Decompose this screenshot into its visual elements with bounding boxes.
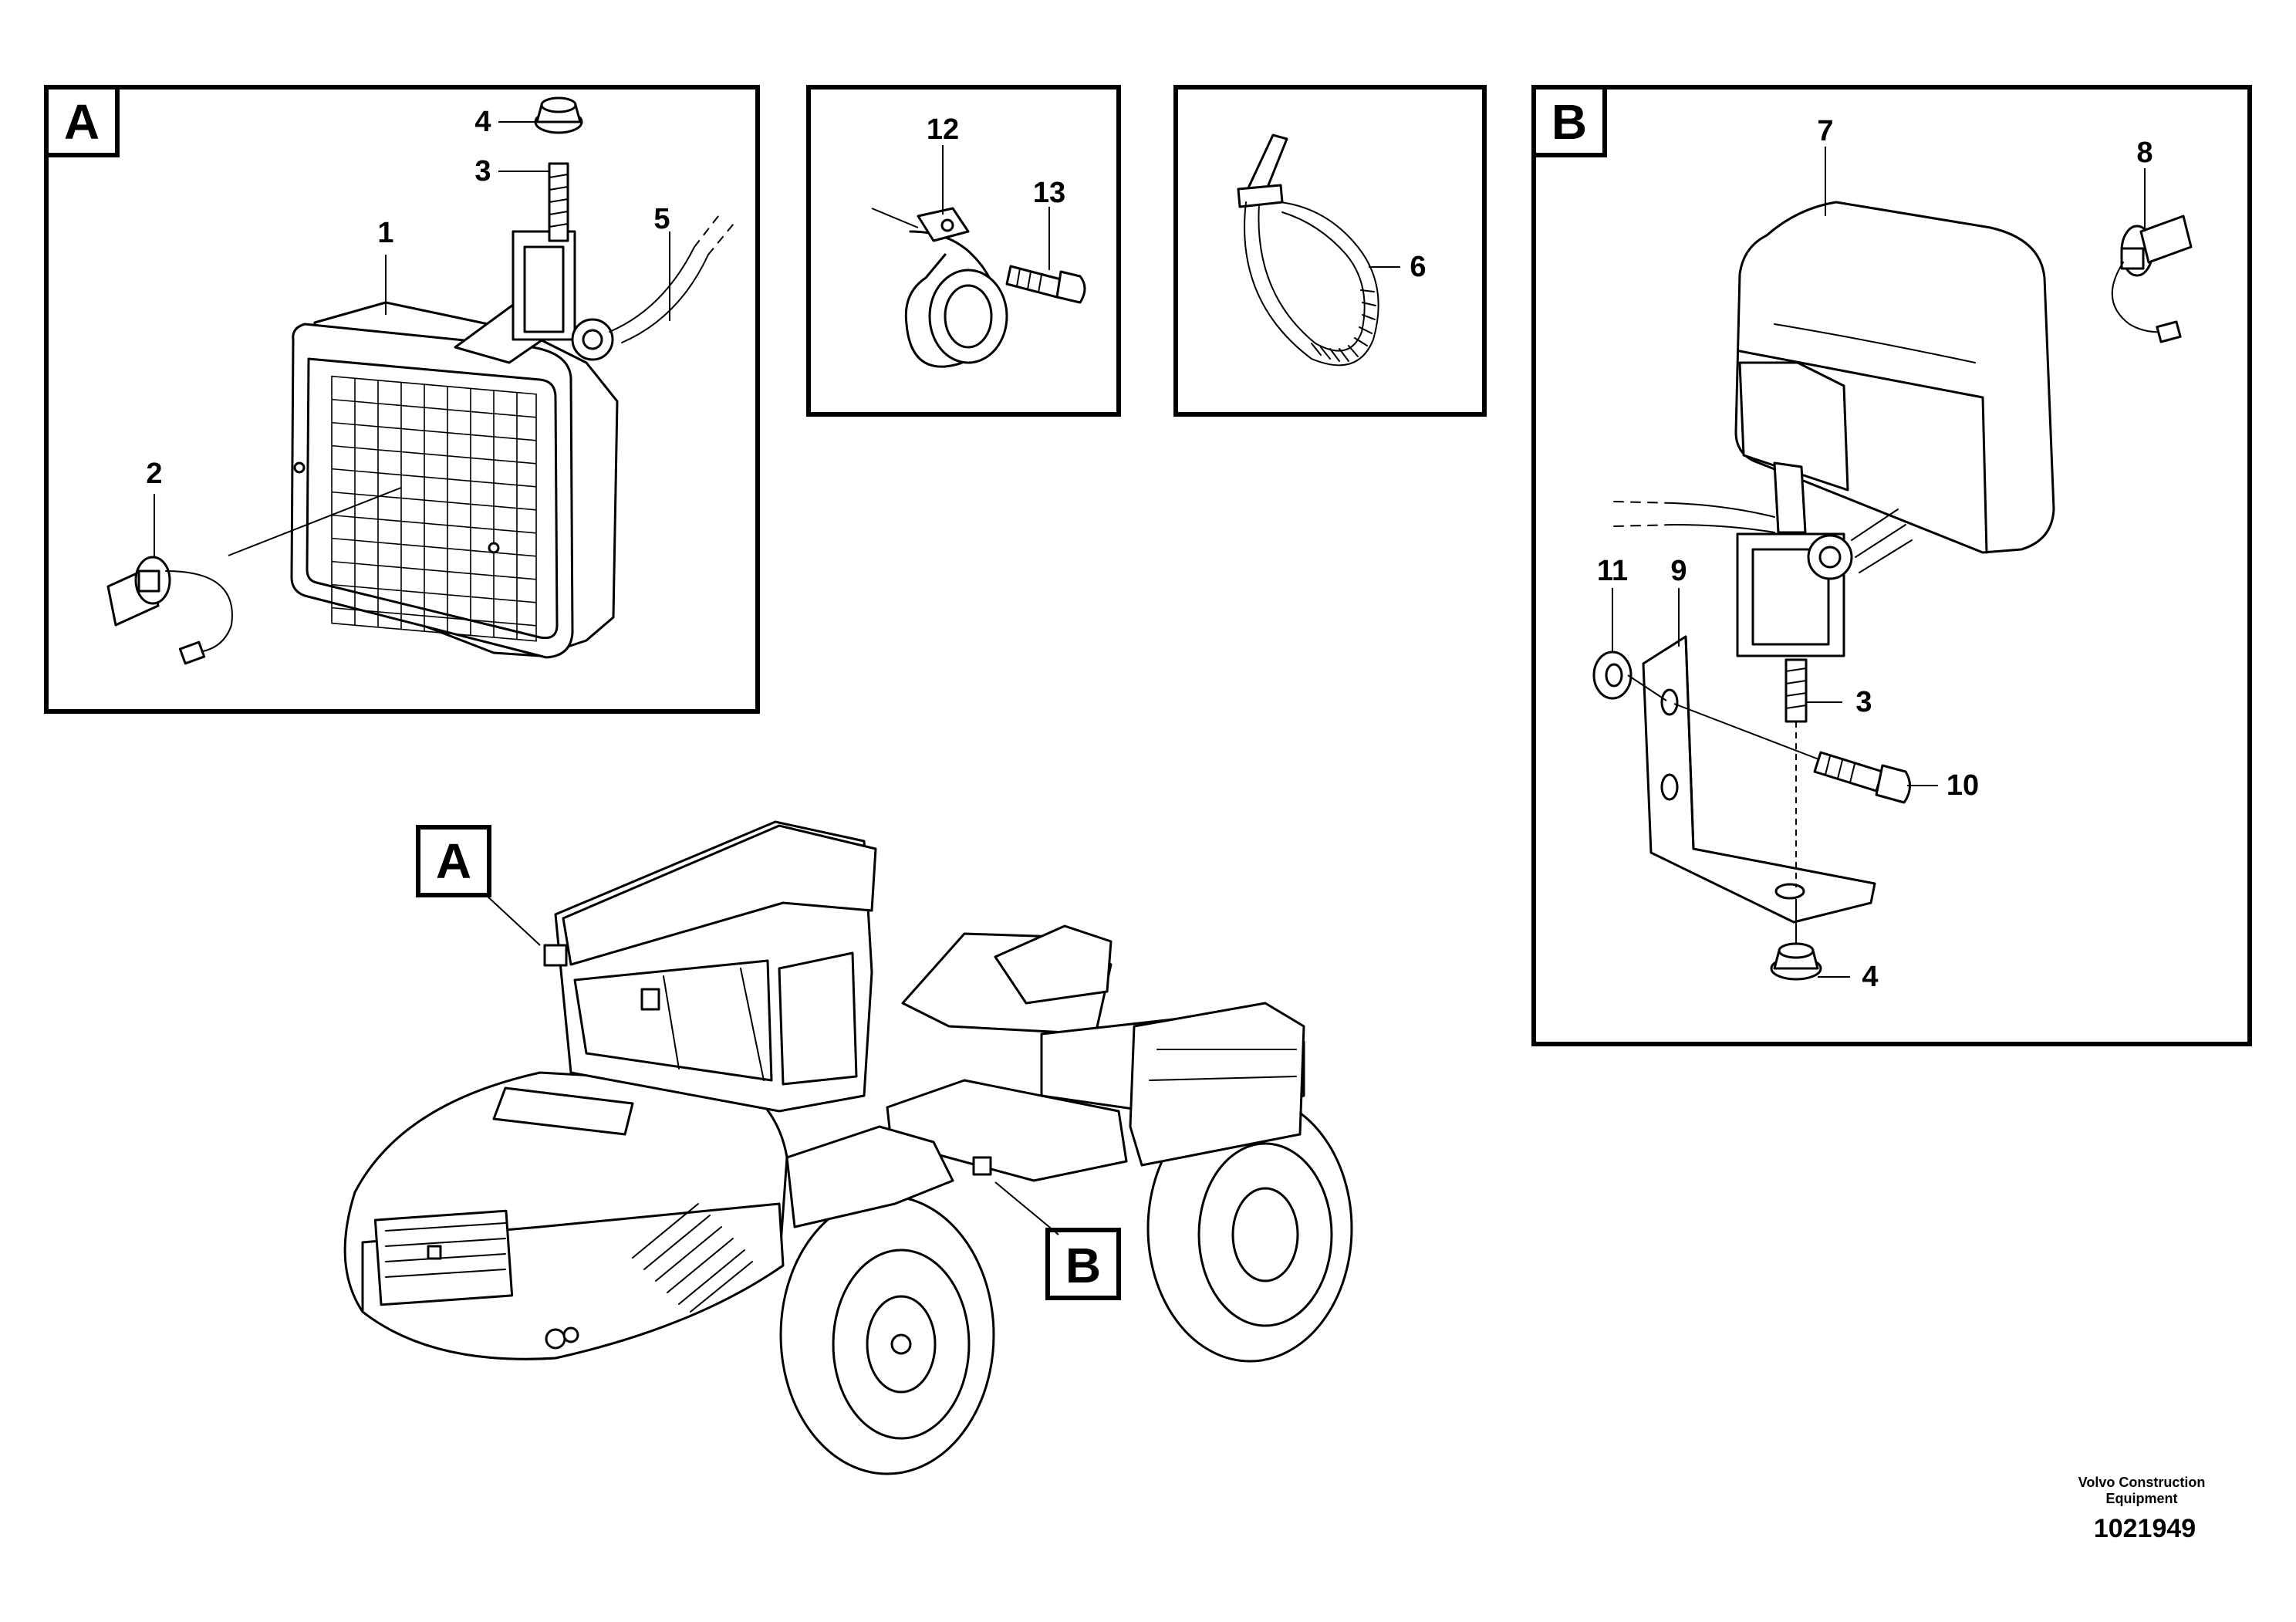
flange-nut-a <box>534 96 583 134</box>
overview-marker-b: B <box>1065 1238 1101 1293</box>
cable-tie <box>1237 133 1379 367</box>
callout-a-1: 1 <box>377 217 393 249</box>
callout-b-10: 10 <box>1947 769 1979 802</box>
panel-tie-frame <box>1173 85 1487 417</box>
cab-work-light <box>543 944 568 967</box>
panel-tie: 6 <box>1173 85 1487 417</box>
work-lamp-housing <box>290 301 619 659</box>
overview-marker-a-box <box>416 825 491 897</box>
hauler-overview: A B <box>343 820 1353 1475</box>
marker-a-leader <box>485 894 541 946</box>
cab <box>543 820 992 1176</box>
rear-wheel <box>1146 1094 1353 1363</box>
flange-nut-b <box>1770 942 1822 981</box>
rear-frame <box>886 924 1305 1182</box>
lamp-grille <box>331 375 537 642</box>
company-line-2: Equipment <box>2106 1491 2178 1506</box>
rear-lamp <box>1734 201 2055 554</box>
bolt-13 <box>1005 265 1086 304</box>
callout-b-11: 11 <box>1597 555 1628 587</box>
footer: Volvo Construction Equipment 1021949 <box>2078 1475 2206 1543</box>
callout-a-3: 3 <box>474 155 491 188</box>
callout-6: 6 <box>1410 251 1426 283</box>
panel-a: A <box>44 85 760 714</box>
bolt-b-3 <box>1784 658 1808 723</box>
callout-b-8: 8 <box>2136 137 2152 169</box>
panel-b: B <box>1531 85 2252 1046</box>
callout-b-3: 3 <box>1855 686 1872 718</box>
overview-marker-b-box <box>1045 1228 1121 1300</box>
panel-b-letter-box <box>1531 85 1607 157</box>
hauler-body <box>343 1071 954 1360</box>
panel-a-leaders <box>154 121 670 557</box>
front-wheel <box>779 1195 995 1475</box>
headlight <box>545 1328 566 1350</box>
rear-lamp-bracket <box>1736 461 1913 657</box>
panel-b-leaders <box>1612 147 2146 978</box>
panel-a-letter: A <box>64 94 100 150</box>
bolt-a <box>548 162 569 242</box>
drawing-number: 1021949 <box>2094 1514 2196 1543</box>
l-bracket <box>1642 635 1876 945</box>
callout-b-4: 4 <box>1862 961 1878 993</box>
bulb-a <box>106 556 233 665</box>
side-vent <box>632 1203 753 1313</box>
panel-a-letter-box <box>44 85 120 157</box>
panel-clamp: 12 13 <box>806 85 1121 417</box>
washer-11 <box>1592 650 1667 701</box>
rear-light-marker <box>972 1156 992 1176</box>
callout-a-2: 2 <box>146 458 162 490</box>
panel-b-letter: B <box>1551 94 1587 150</box>
lamp-grille-lines <box>332 378 536 640</box>
callout-a-4: 4 <box>474 106 491 138</box>
marker-b-leader <box>994 1181 1059 1235</box>
bolt-10 <box>1673 703 1911 804</box>
callout-b-7: 7 <box>1817 115 1833 147</box>
overview-marker-a: A <box>436 833 471 889</box>
callout-a-5: 5 <box>653 203 670 235</box>
callout-b-9: 9 <box>1670 555 1687 587</box>
company-line-1: Volvo Construction <box>2078 1475 2206 1490</box>
cable-b <box>1613 501 1775 533</box>
callout-12: 12 <box>927 113 959 146</box>
callout-13: 13 <box>1033 177 1065 209</box>
lamp-bracket <box>454 230 614 364</box>
bulb-b <box>2111 215 2193 343</box>
p-clamp <box>871 207 1008 368</box>
cable-a <box>609 211 738 343</box>
